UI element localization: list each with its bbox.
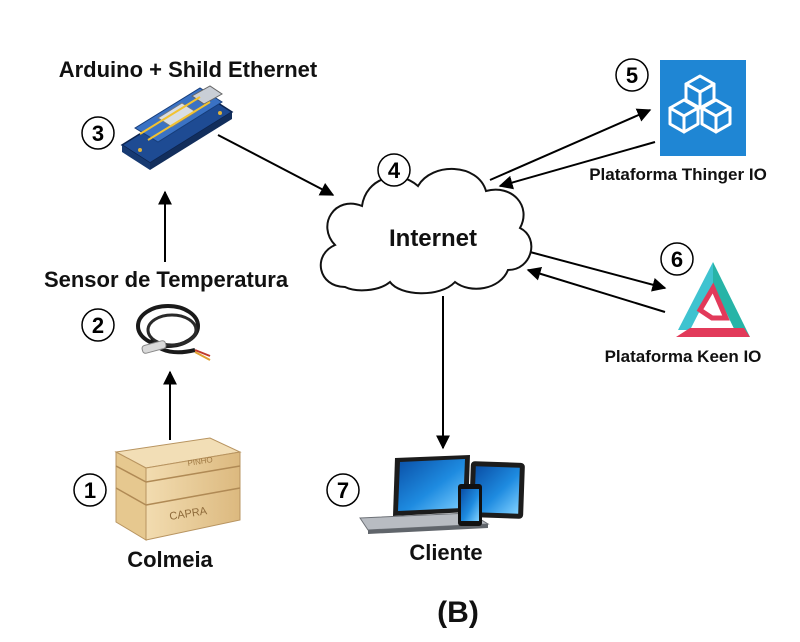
keen-label: Plataforma Keen IO — [605, 347, 762, 366]
number-badge-3 — [81, 116, 115, 150]
number-badge-7 — [326, 473, 360, 507]
internet-node: Internet 4 — [319, 153, 533, 295]
number-badge-6 — [660, 242, 694, 276]
arrow-thinger-to-internet — [498, 141, 656, 190]
number-7: 7 — [337, 478, 349, 503]
thinger-node: 5 Plataforma Thinger IO — [589, 58, 767, 184]
thinger-logo — [660, 60, 746, 156]
number-3: 3 — [92, 121, 104, 146]
arduino-node: Arduino + Shild Ethernet 3 — [59, 57, 318, 170]
cliente-label: Cliente — [409, 540, 482, 565]
devices-image — [359, 455, 525, 534]
number-6: 6 — [671, 247, 683, 272]
number-5: 5 — [626, 63, 638, 88]
temperature-sensor-image — [136, 304, 211, 361]
arrow-internet-to-keen — [529, 251, 667, 292]
arrow-internet-to-thinger — [489, 108, 652, 181]
keen-logo — [676, 262, 750, 337]
figure-caption: (B) — [437, 596, 479, 629]
internet-label: Internet — [389, 225, 477, 252]
arrow-keen-to-internet — [526, 267, 666, 313]
number-badge-2 — [81, 308, 115, 342]
number-badge-5 — [615, 58, 649, 92]
cliente-node: 7 Cliente — [326, 455, 525, 565]
thinger-label: Plataforma Thinger IO — [589, 165, 767, 184]
number-4: 4 — [388, 158, 401, 183]
sensor-label: Sensor de Temperatura — [44, 267, 289, 292]
beehive-brand-top: PINHO — [187, 455, 213, 468]
sensor-node: Sensor de Temperatura 2 — [44, 267, 289, 361]
beehive-image: PINHO CAPRA — [114, 437, 242, 541]
cloud-icon — [319, 167, 533, 295]
keen-node: 6 Plataforma Keen IO — [605, 242, 762, 366]
number-badge-1 — [73, 473, 107, 507]
number-badge-4 — [377, 153, 411, 187]
arduino-board-image — [120, 85, 234, 170]
connection-arrows — [158, 108, 667, 450]
arrow-arduino-to-internet — [217, 134, 335, 196]
number-2: 2 — [92, 313, 104, 338]
beehive-brand-bottom: CAPRA — [169, 505, 209, 523]
colmeia-label: Colmeia — [127, 547, 213, 572]
arduino-label: Arduino + Shild Ethernet — [59, 57, 318, 82]
colmeia-node: PINHO CAPRA 1 Colmeia — [73, 437, 242, 572]
number-1: 1 — [84, 478, 96, 503]
